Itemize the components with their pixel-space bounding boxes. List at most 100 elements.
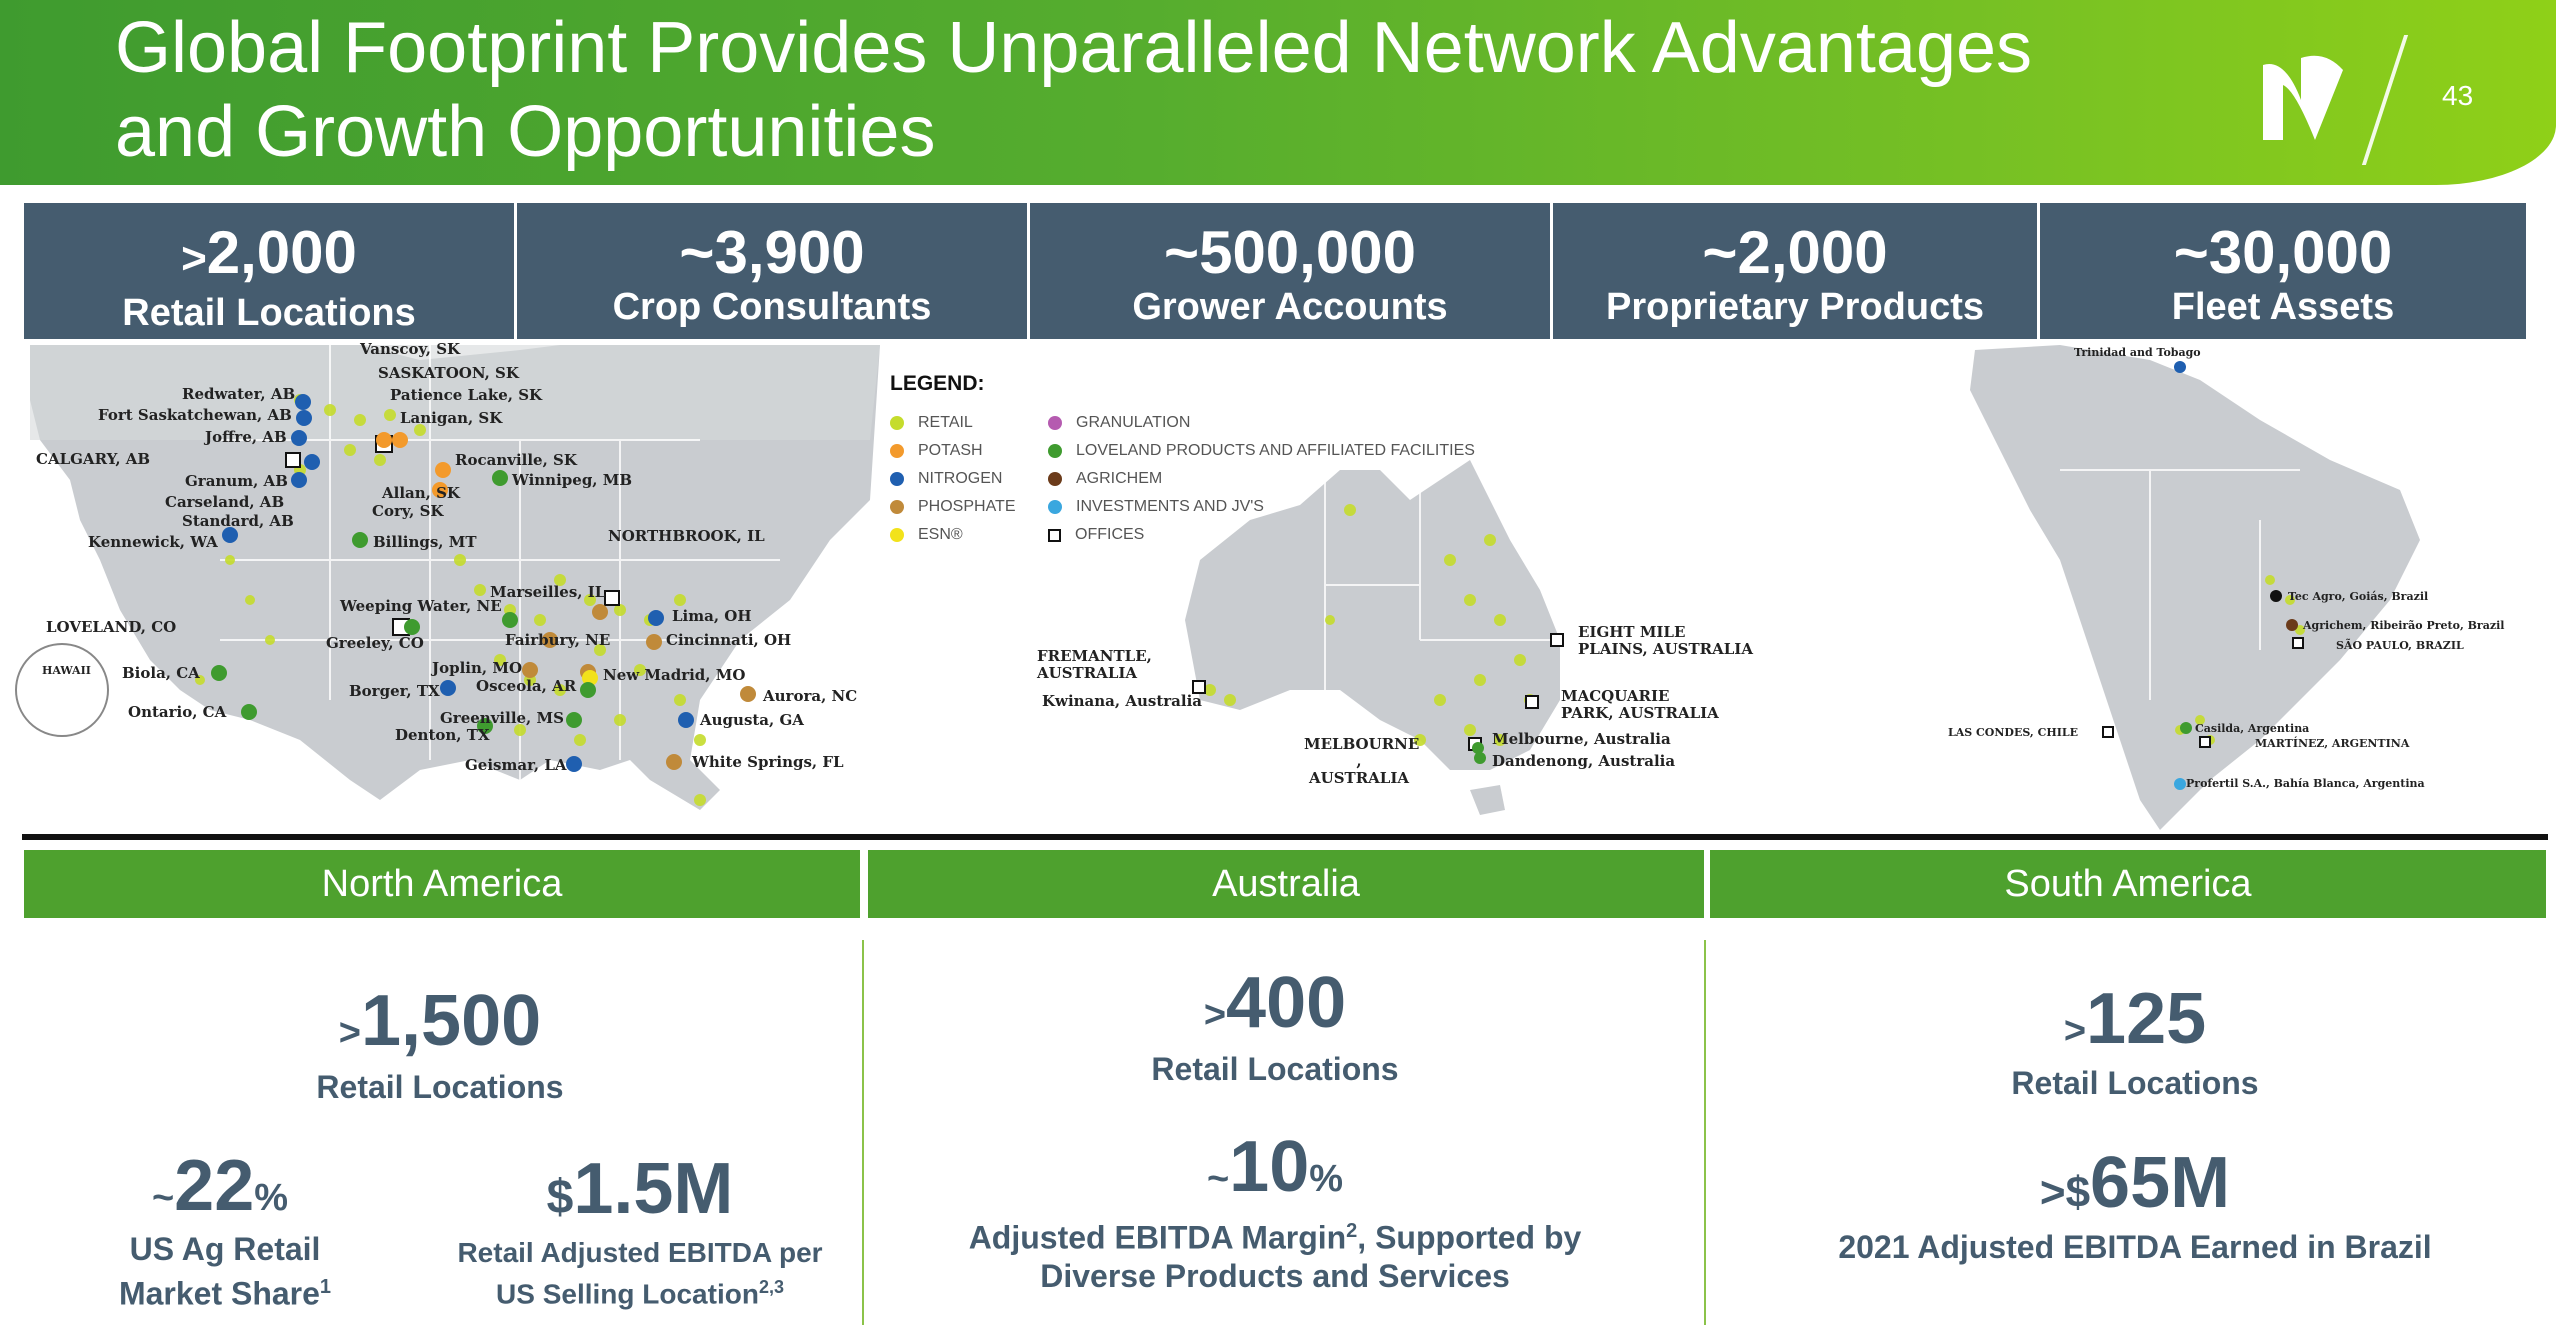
legend-swatch [1048, 416, 1062, 430]
map-label: Biola, CA [122, 664, 200, 682]
footnote-ref: 2 [1346, 1220, 1358, 1242]
map-label: Standard, AB [182, 512, 294, 530]
sa-ebitda-label: 2021 Adjusted EBITDA Earned in Brazil [1838, 1229, 2432, 1265]
column-divider [1704, 940, 1706, 1325]
value-prefix: > [1203, 994, 1227, 1036]
caption-line: Adjusted EBITDA Margin [968, 1219, 1347, 1256]
map-label: Redwater, AB [182, 385, 296, 403]
value-number: 1.5M [573, 1149, 734, 1229]
sa-retail-label: Retail Locations [2011, 1065, 2259, 1101]
au-margin-label: Adjusted EBITDA Margin2, Supported by Di… [920, 1212, 1630, 1295]
value-suffix: % [1309, 1158, 1344, 1200]
map-label: Denton, TX [395, 726, 490, 744]
map-label: Tec Agro, Goiás, Brazil [2288, 590, 2429, 603]
stat-value: ~3,900 [679, 219, 865, 286]
legend-item-potash: POTASH [890, 442, 983, 460]
map-label: CALGARY, AB [36, 450, 151, 468]
legend-label: RETAIL [918, 414, 973, 431]
value-prefix: ~ [151, 1177, 175, 1219]
map-label: Billings, MT [373, 533, 477, 551]
map-label: Marseilles, IL [490, 583, 606, 601]
map-label: Cincinnati, OH [666, 631, 792, 649]
footnote-ref: 1 [319, 1276, 332, 1298]
title-line-2: and Growth Opportunities [115, 92, 936, 172]
value-prefix: > [338, 1012, 361, 1054]
map-label: Geismar, LA [465, 756, 567, 774]
legend-label: PHOSPHATE [918, 498, 1016, 515]
legend-item-phosphate: PHOSPHATE [890, 498, 1016, 516]
legend-swatch [890, 472, 904, 486]
map-label: Rocanville, SK [455, 451, 577, 469]
map-label: Joplin, MO [432, 659, 523, 677]
legend-item-granulation: GRANULATION [1048, 414, 1190, 432]
hawaii-inset [15, 643, 109, 737]
value-number: 22 [174, 1146, 255, 1226]
logo-divider [2361, 35, 2409, 165]
map-label: LAS CONDES, CHILE [1948, 726, 2078, 739]
stat-label: Grower Accounts [1132, 286, 1448, 328]
legend-label: GRANULATION [1076, 414, 1191, 431]
legend-swatch [890, 500, 904, 514]
stat-value: ~500,000 [1164, 219, 1416, 286]
stat-label: Crop Consultants [612, 286, 932, 328]
legend-label: INVESTMENTS AND JV'S [1076, 498, 1264, 515]
region-bar-north-america: North America [24, 850, 860, 918]
stat-grower-accounts: ~500,000 Grower Accounts [1030, 203, 1553, 339]
value-number: 125 [2086, 979, 2207, 1059]
map-label: Kennewick, WA [88, 533, 218, 551]
sa-retail-value: >125 [1915, 978, 2355, 1060]
caption-line: Retail Adjusted EBITDA per [457, 1237, 823, 1268]
value-prefix: >$ [2039, 1168, 2091, 1217]
stat-label: Proprietary Products [1606, 286, 1984, 328]
map-label: Aurora, NC [763, 687, 858, 705]
value-prefix: $ [546, 1171, 574, 1224]
legend-swatch [890, 528, 904, 542]
map-label: Winnipeg, MB [512, 471, 633, 489]
map-label: Augusta, GA [700, 711, 804, 729]
stat-crop-consultants: ~3,900 Crop Consultants [517, 203, 1030, 339]
stats-bar: >2,000 Retail Locations ~3,900 Crop Cons… [24, 203, 2526, 339]
na-share-label: US Ag Retail Market Share1 [80, 1230, 370, 1313]
stat-label: Fleet Assets [2171, 286, 2395, 328]
sa-ebitda-value: >$65M [1915, 1142, 2355, 1224]
map-label: Granum, AB [185, 472, 288, 490]
map-label: NORTHBROOK, IL [608, 527, 765, 545]
legend-label: AGRICHEM [1076, 470, 1163, 487]
au-margin-value: ~10% [1055, 1126, 1495, 1208]
map-label: Patience Lake, SK [390, 386, 543, 404]
caption-line: , Supported by [1357, 1219, 1582, 1256]
stat-fleet-assets: ~30,000 Fleet Assets [2040, 203, 2526, 339]
map-label: Allan, SK [382, 484, 460, 502]
legend-swatch [890, 444, 904, 458]
legend-title: LEGEND: [890, 372, 985, 395]
legend-swatch [1048, 472, 1062, 486]
au-retail-value: >400 [1055, 962, 1495, 1044]
map-label: Osceola, AR [476, 677, 577, 695]
map-label: Vanscoy, SK [360, 340, 461, 358]
map-label: Joffre, AB [205, 428, 287, 446]
map-label: Greenville, MS [440, 709, 564, 727]
legend-item-agrichem: AGRICHEM [1048, 470, 1162, 488]
na-retail-label: Retail Locations [316, 1069, 564, 1105]
south-america-land [1970, 345, 2420, 830]
stat-label: Retail Locations [122, 292, 416, 334]
stat-value: ~30,000 [2173, 219, 2393, 286]
map-label: New Madrid, MO [603, 666, 746, 684]
map-label: HAWAII [42, 664, 91, 677]
map-label: Fort Saskatchewan, AB [98, 406, 292, 424]
legend-label: NITROGEN [918, 470, 1003, 487]
map-label: SASKATOON, SK [378, 364, 519, 382]
map-label: FREMANTLE, AUSTRALIA [1037, 647, 1152, 682]
value-number: 1,500 [361, 981, 542, 1061]
map-label: MELBOURNE , AUSTRALIA [1304, 735, 1420, 787]
legend-label: LOVELAND PRODUCTS AND AFFILIATED FACILIT… [1076, 442, 1475, 459]
map-label: LOVELAND, CO [46, 618, 177, 636]
footnote-ref: 2,3 [758, 1277, 784, 1297]
na-share-value: ~22% [100, 1145, 340, 1227]
page-number: 43 [2442, 80, 2474, 111]
map-label: Weeping Water, NE [340, 597, 502, 615]
value-suffix: % [254, 1177, 289, 1219]
map-label: SÃO PAULO, BRAZIL [2336, 639, 2464, 652]
map-label: Borger, TX [349, 682, 440, 700]
legend-item-offices: OFFICES [1048, 526, 1144, 544]
